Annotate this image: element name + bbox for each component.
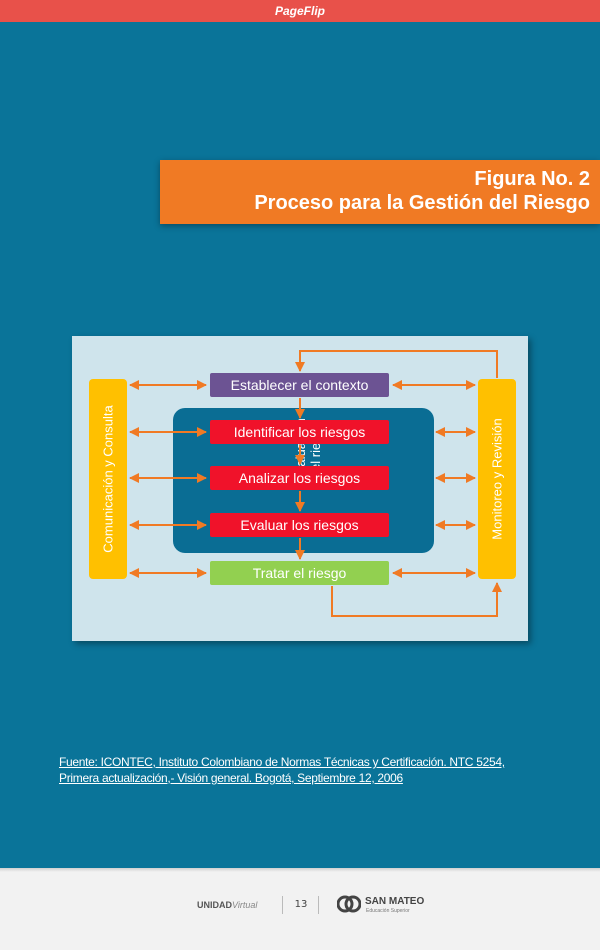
step-analyze-risks: Analizar los riesgos	[210, 466, 389, 490]
unidad-virtual-bold: UNIDAD	[197, 900, 232, 910]
step-treat-risk: Tratar el riesgo	[210, 561, 389, 585]
communication-bar: Comunicación y Consulta	[89, 379, 127, 579]
unidad-virtual-italic: Virtual	[232, 900, 258, 910]
san-mateo-logo-text: SAN MATEO	[365, 896, 425, 907]
risk-process-diagram: Comunicación y Consulta Monitoreo y Revi…	[72, 336, 528, 641]
figure-title-box: Figura No. 2 Proceso para la Gestión del…	[160, 160, 600, 224]
source-line2[interactable]: Primera actualización,- Visión general. …	[59, 771, 403, 785]
footer-divider	[0, 868, 600, 872]
step-evaluate-risks: Evaluar los riesgos	[210, 513, 389, 537]
san-mateo-logo-icon	[337, 895, 361, 913]
app-title: PageFlip	[274, 4, 325, 18]
footer-separator-right	[318, 896, 319, 914]
step-identify-risks: Identificar los riesgos	[210, 420, 389, 444]
figure-title-line1: Figura No. 2	[474, 168, 590, 190]
footer: UNIDADVirtual 13 SAN MATEO Educación Sup…	[0, 868, 600, 950]
arrow-treat-monitor-loop	[331, 582, 502, 617]
flow-arrows	[129, 350, 502, 617]
san-mateo-logo-subtext: Educación Superior	[366, 908, 410, 914]
source-citation[interactable]: Fuente: ICONTEC, Instituto Colombiano de…	[59, 754, 539, 786]
source-line1[interactable]: Fuente: ICONTEC, Instituto Colombiano de…	[59, 755, 505, 769]
step-establish-context: Establecer el contexto	[210, 373, 389, 397]
figure-title-line2: Proceso para la Gestión del Riesgo	[254, 192, 590, 214]
arrow-monitor-context-loop	[295, 350, 498, 378]
page-number: 13	[294, 899, 308, 910]
app-title-bar: PageFlip	[0, 0, 600, 22]
unidad-virtual-logo: UNIDADVirtual	[197, 900, 257, 910]
footer-separator-left	[282, 896, 283, 914]
monitoring-bar: Monitoreo y Revisión	[478, 379, 516, 579]
